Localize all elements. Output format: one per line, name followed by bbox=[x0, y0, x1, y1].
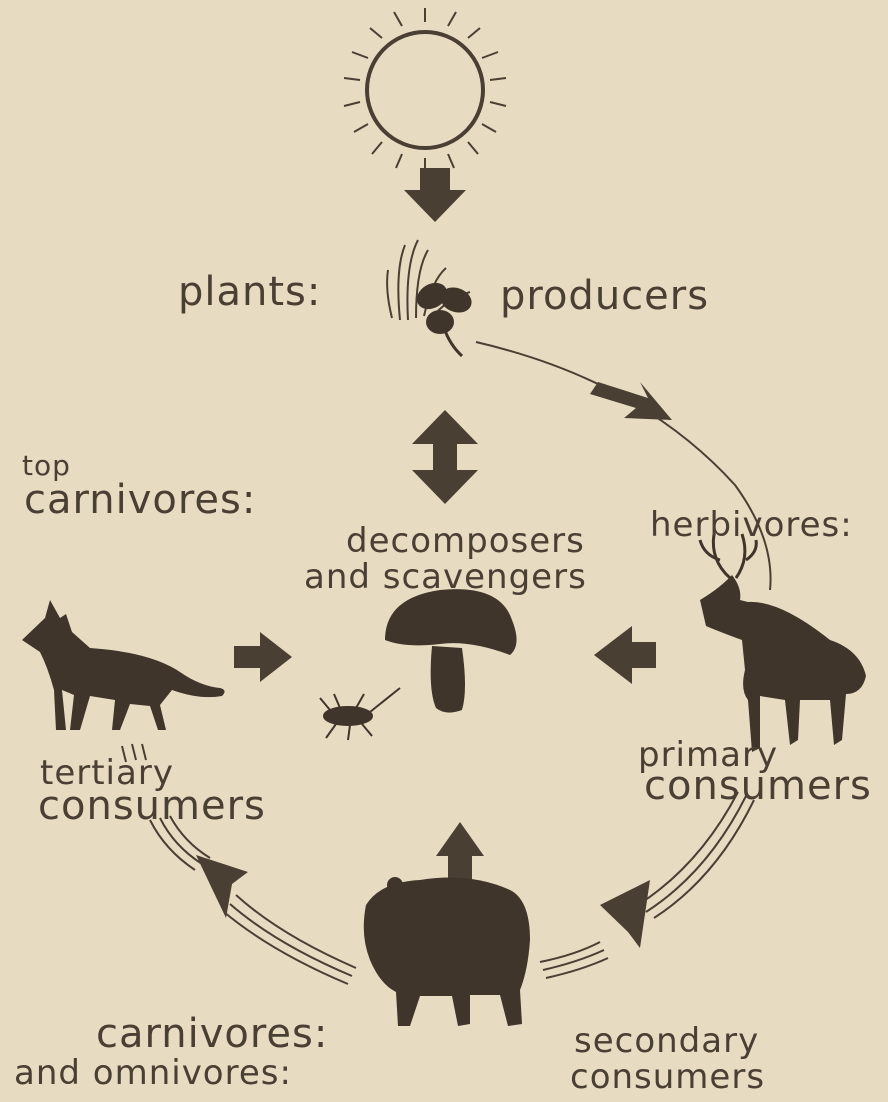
label-producers: producers bbox=[500, 276, 709, 316]
sun-to-plants-arrow bbox=[404, 168, 466, 222]
label-carnivores-top: carnivores: bbox=[24, 480, 256, 520]
label-top: top bbox=[22, 452, 71, 480]
secondary-to-tertiary-lines bbox=[224, 895, 356, 984]
primary-to-secondary-lines bbox=[638, 792, 754, 918]
label-primary-consumers: consumers bbox=[644, 766, 872, 806]
plants-to-herbivores-arrow bbox=[590, 382, 672, 420]
clover-icon bbox=[412, 278, 475, 356]
fox-icon bbox=[22, 600, 225, 730]
mushroom-icon bbox=[385, 589, 517, 712]
secondary-to-tertiary-arrow bbox=[196, 855, 248, 918]
label-plants: plants: bbox=[178, 272, 321, 312]
label-and-omnivores: and omnivores: bbox=[14, 1056, 292, 1090]
deer-to-decomposers-arrow bbox=[594, 626, 656, 684]
label-tertiary-consumers: consumers bbox=[38, 786, 266, 826]
deer-icon bbox=[700, 534, 866, 752]
sun-icon bbox=[344, 8, 506, 172]
label-herbivores: herbivores: bbox=[650, 508, 853, 542]
label-secondary: secondary bbox=[574, 1024, 759, 1058]
bear-icon bbox=[364, 877, 530, 1026]
fox-to-decomposers-arrow bbox=[234, 632, 292, 682]
label-carnivores-bottom: carnivores: bbox=[96, 1014, 328, 1054]
label-decomposers: decomposers bbox=[346, 524, 585, 558]
double-arrow bbox=[412, 410, 478, 504]
secondary-inbound-lines bbox=[540, 942, 608, 978]
label-secondary-consumers: consumers bbox=[570, 1060, 765, 1094]
beetle-icon bbox=[320, 688, 400, 740]
bear-to-decomposers-arrow bbox=[436, 822, 484, 880]
label-and-scavengers: and scavengers bbox=[304, 560, 587, 594]
primary-to-secondary-arrow bbox=[600, 880, 650, 948]
